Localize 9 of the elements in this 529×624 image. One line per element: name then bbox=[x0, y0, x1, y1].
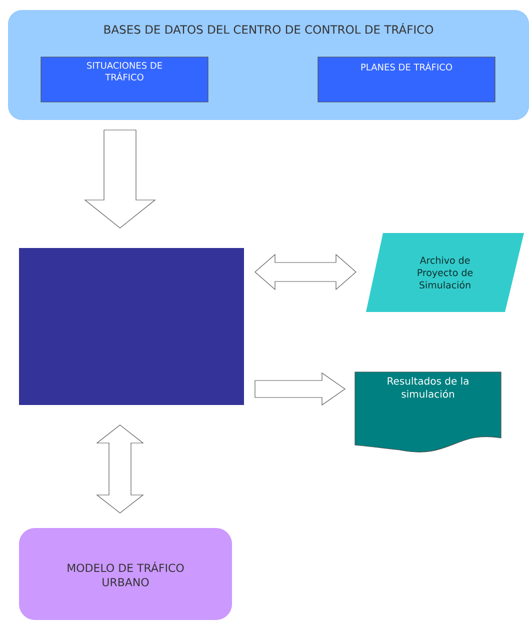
table-box: PLANES DE TRÁFICO bbox=[318, 56, 496, 102]
block-arrow bbox=[96, 424, 144, 514]
table-box: SITUACIONES DE TRÁFICO bbox=[40, 56, 208, 102]
process-box bbox=[19, 248, 244, 405]
model-box: MODELO DE TRÁFICO URBANO bbox=[19, 528, 232, 620]
block-arrow bbox=[84, 130, 156, 228]
block-arrow bbox=[254, 372, 346, 406]
file-parallelogram: Archivo de Proyecto de Simulación bbox=[366, 233, 524, 312]
block-arrow bbox=[254, 254, 356, 290]
